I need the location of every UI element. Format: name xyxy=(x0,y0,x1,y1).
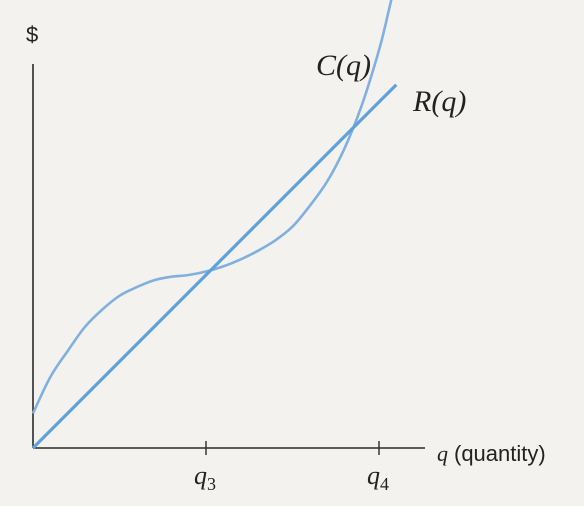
series-cost-label: C(q) xyxy=(316,49,371,82)
series-revenue-label-base: R xyxy=(412,85,431,118)
x-axis-label: q(quantity) xyxy=(437,441,546,466)
x-tick-label-base: q xyxy=(194,461,207,490)
x-tick-label-3: q3 xyxy=(194,461,216,494)
x-tick-label-sub: 3 xyxy=(207,474,216,494)
series-revenue-label-arg: (q) xyxy=(431,85,466,118)
series-revenue-line xyxy=(31,83,398,450)
x-axis-label-symbol: q xyxy=(437,441,448,466)
series-cost-line xyxy=(31,0,393,414)
x-tick-label-sub: 4 xyxy=(380,474,389,494)
y-axis-label: $ xyxy=(26,22,38,47)
series-cost-label-arg: (q) xyxy=(336,49,371,82)
x-axis-label-text: (quantity) xyxy=(454,441,546,466)
svg-text:q(quantity): q(quantity) xyxy=(437,441,546,466)
x-tick-label-base: q xyxy=(367,461,380,490)
series-revenue-label: R(q) xyxy=(412,85,466,118)
x-tick-label-4: q4 xyxy=(367,461,389,494)
series-cost-label-base: C xyxy=(316,49,337,82)
